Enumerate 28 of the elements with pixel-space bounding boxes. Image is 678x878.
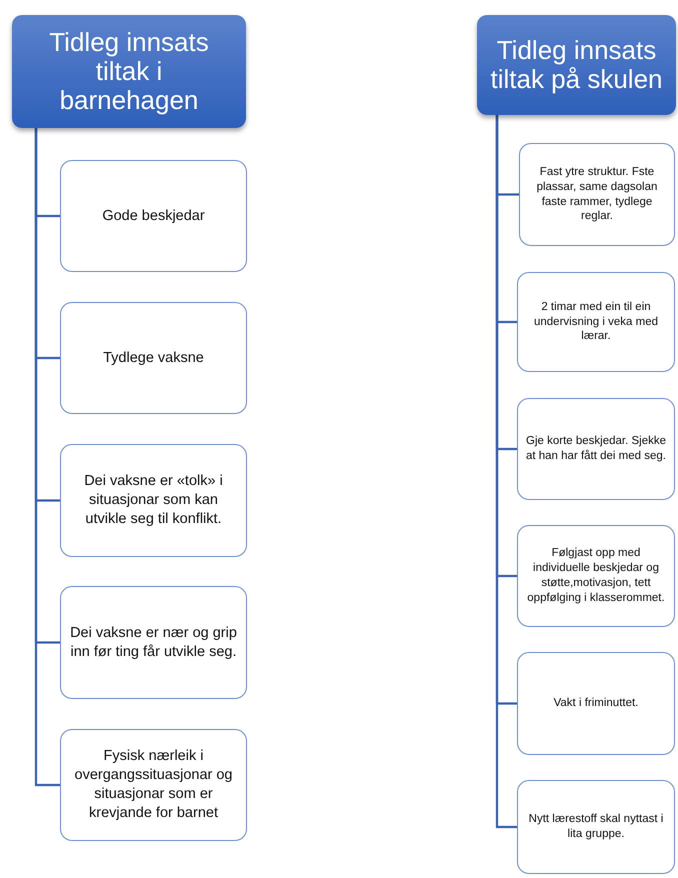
item-box xyxy=(60,444,247,557)
item-box xyxy=(60,302,247,414)
item-box xyxy=(519,143,675,246)
item-box xyxy=(60,729,247,841)
heading-text: Tidleg innsats tiltak i barnehagen xyxy=(48,28,210,116)
item-box xyxy=(60,586,247,699)
item-box xyxy=(517,652,675,755)
heading-box xyxy=(477,15,676,115)
item-text: 2 timar med ein til ein undervisning i veka med lærar. xyxy=(532,300,659,344)
item-box xyxy=(517,272,675,372)
heading-text: Tidleg innsats tiltak på skulen xyxy=(490,36,664,94)
item-text: Vakt i friminuttet. xyxy=(554,696,638,711)
item-text: Nytt lærestoff skal nyttast i lita gruppe. xyxy=(528,812,664,842)
item-text: Følgjast opp med individuelle beskjedar og støtte,motivasjon, tett oppfølging i klasserommet. xyxy=(526,546,666,606)
item-box xyxy=(517,398,675,500)
item-text: Tydlege vaksne xyxy=(103,348,204,368)
item-box xyxy=(517,780,675,874)
item-text: Gje korte beskjedar. Sjekke at han har fått dei med seg. xyxy=(524,434,667,464)
item-text: Fast ytre struktur. Fste plassar, same dagsolan faste rammer, tydlege reglar. xyxy=(536,164,658,224)
item-box xyxy=(60,160,247,272)
item-text: Fysisk nærleik i overgangssituasjonar og situasjonar som er krevjande for barnet xyxy=(74,747,234,823)
item-box xyxy=(517,525,675,627)
item-text: Dei vaksne er «tolk» i situasjonar som kan utvikle seg til konflikt. xyxy=(83,472,224,529)
connector-line xyxy=(496,115,517,828)
heading-box xyxy=(12,15,246,128)
connector-line xyxy=(34,128,60,786)
item-text: Dei vaksne er nær og grip inn før ting får utvikle seg. xyxy=(69,624,238,662)
item-text: Gode beskjedar xyxy=(102,206,205,226)
